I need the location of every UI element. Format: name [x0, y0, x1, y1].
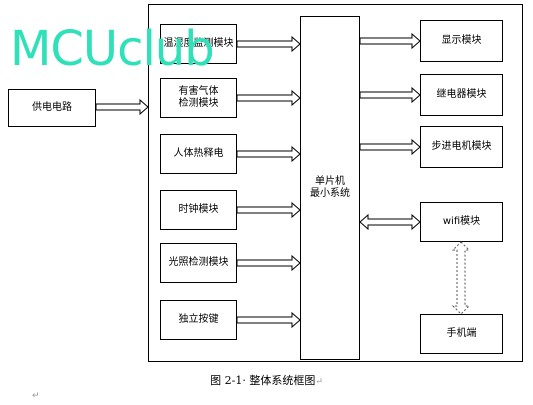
arrow-wifi-phone-dashed — [451, 241, 471, 315]
figure-caption: 图 2-1· 整体系统框图↵ — [0, 372, 533, 388]
output-label-display: 显示模块 — [441, 35, 482, 46]
output-block-display: 显示模块 — [420, 20, 503, 62]
input-block-light: 光照检测模块 — [160, 243, 237, 283]
arrow-output-display — [359, 32, 421, 50]
input-block-key: 独立按键 — [160, 300, 237, 340]
arrow-input-3 — [236, 145, 301, 163]
caption-return-mark: ↵ — [315, 377, 323, 387]
power-supply-block: 供电电路 — [8, 89, 96, 127]
input-block-temp-humidity: 温湿度监测模块 — [160, 24, 237, 64]
input-label-clock: 时钟模块 — [178, 204, 219, 215]
power-supply-label: 供电电路 — [32, 102, 72, 113]
arrow-input-2 — [236, 89, 301, 107]
output-label-stepper: 步进电机模块 — [431, 141, 492, 152]
input-block-pir: 人体热释电 — [160, 134, 237, 174]
input-block-gas: 有害气体 检测模块 — [160, 78, 237, 118]
mcu-label-line1: 单片机 — [315, 176, 345, 187]
caption-text: 图 2-1· 整体系统框图 — [210, 374, 316, 387]
input-label-key: 独立按键 — [178, 314, 219, 325]
arrow-output-relay — [359, 86, 421, 104]
mcu-block: 单片机 最小系统 — [300, 16, 360, 360]
input-label-light: 光照检测模块 — [168, 257, 229, 268]
output-block-relay: 继电器模块 — [420, 74, 503, 116]
output-label-wifi: wifi模块 — [442, 216, 481, 227]
arrow-output-stepper — [359, 138, 421, 156]
watermark-logo: MCUclub — [10, 21, 215, 77]
arrow-power-to-system — [95, 98, 149, 116]
output-label-relay: 继电器模块 — [436, 89, 487, 100]
input-label-gas: 有害气体 检测模块 — [178, 86, 219, 109]
output-block-phone: 手机端 — [420, 314, 503, 354]
output-label-phone: 手机端 — [446, 328, 477, 339]
output-block-wifi: wifi模块 — [420, 202, 503, 242]
system-frame — [148, 4, 523, 362]
arrow-input-6 — [236, 311, 301, 329]
paragraph-mark: ↵ — [32, 391, 40, 401]
input-label-temp-humidity: 温湿度监测模块 — [163, 38, 234, 49]
arrow-mcu-wifi-bidirectional — [359, 213, 421, 231]
arrow-input-5 — [236, 254, 301, 272]
mcu-label-line2: 最小系统 — [310, 188, 350, 199]
arrow-input-4 — [236, 201, 301, 219]
arrow-input-1 — [236, 35, 301, 53]
input-label-pir: 人体热释电 — [173, 148, 224, 159]
output-block-stepper: 步进电机模块 — [420, 126, 503, 168]
input-block-clock: 时钟模块 — [160, 190, 237, 230]
